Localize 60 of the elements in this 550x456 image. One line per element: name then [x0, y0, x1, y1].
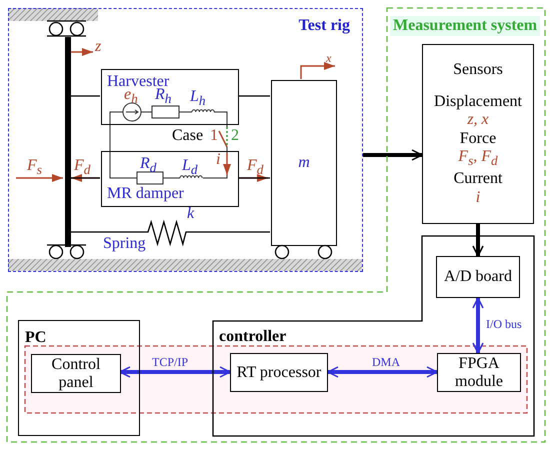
component-label: L$_{h}$ [190, 89, 206, 108]
region-title: PC [25, 329, 46, 347]
symbol-label: F$_{s}$, F$_{d}$ [458, 148, 498, 170]
box-label: MR damper [107, 185, 184, 203]
variable-label: x [326, 52, 332, 64]
connector-line [70, 95, 100, 97]
variable-label: z [95, 39, 102, 55]
spring-connector [70, 220, 270, 246]
edge-label: I/O bus [486, 318, 522, 330]
variable-label: F$_{d}$ [74, 158, 90, 177]
variable-label: F$_{s}$ [27, 158, 42, 177]
part-label: Spring [103, 236, 146, 252]
region-title: controller [219, 328, 286, 346]
symbol-label: i [476, 188, 480, 206]
connector-line [238, 95, 270, 97]
box-label: Control panel [50, 356, 102, 392]
block-arrow [472, 297, 484, 354]
block-arrow [472, 224, 484, 257]
component-label: R$_{h}$ [155, 87, 172, 106]
rod-bar [65, 37, 71, 247]
quantity-label: Force [460, 130, 496, 148]
damper-box [101, 151, 239, 207]
process-box [31, 354, 121, 393]
harvester-box [101, 69, 239, 125]
converter-box [436, 256, 520, 298]
symbol-label: z, x [467, 111, 489, 129]
connector-line [238, 177, 270, 179]
variable-label: i [216, 152, 220, 168]
edge-label: DMA [372, 356, 400, 368]
switch-label: Case [172, 128, 204, 144]
block-arrow [363, 149, 423, 161]
sensor-heading: Sensors [453, 61, 503, 79]
variable-label: F$_{d}$ [247, 158, 264, 177]
box-label: Harvester [107, 73, 170, 90]
mass-block [271, 80, 337, 246]
switch-label: 2 [231, 128, 239, 144]
quantity-label: Current [454, 170, 502, 188]
pc-box [18, 320, 140, 436]
box-label: RT processor [236, 364, 322, 382]
component-label: L$_{d}$ [182, 158, 198, 177]
process-box [437, 353, 521, 392]
block-arrow [327, 366, 438, 378]
test-rig-region [8, 8, 363, 272]
box-label: FPGA module [454, 354, 504, 390]
switch-label: 1 [210, 128, 218, 144]
controller-region [213, 236, 534, 436]
block-arrow [119, 366, 231, 378]
box-label: A/D board [443, 268, 513, 286]
variable-label: e$_{h}$ [124, 87, 138, 106]
sensors-box [422, 44, 534, 224]
mass-label: m [298, 154, 310, 172]
region-title: Test rig [298, 17, 350, 35]
component-label: k [187, 206, 194, 222]
connector-line [70, 177, 100, 179]
process-box [230, 353, 328, 392]
edge-label: TCP/IP [152, 356, 188, 368]
quantity-label: Displacement [434, 92, 522, 110]
measurement-system-region [7, 8, 545, 442]
component-label: R$_{d}$ [140, 156, 156, 175]
region-title: Measurement system [390, 16, 540, 36]
